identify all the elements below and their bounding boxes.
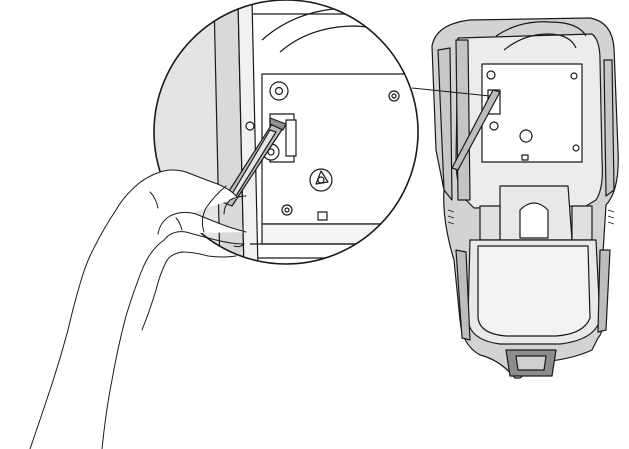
latch-side-right <box>571 205 593 241</box>
hand-thumb <box>201 185 227 233</box>
bay-screw-top-right <box>570 72 578 80</box>
bay-spindle <box>519 129 533 143</box>
hand-holding-tool <box>29 169 247 449</box>
bay-screw-top-left <box>486 70 496 80</box>
shell-left-ridge <box>437 47 453 201</box>
wrist-crease <box>141 261 167 331</box>
hand-back-edge <box>29 243 97 449</box>
lens-print-head-tab <box>285 119 297 157</box>
knuckle-line-2 <box>175 217 183 231</box>
hand-thumb-tip <box>223 195 247 215</box>
bay-slot <box>521 154 529 161</box>
device-left-rail <box>455 39 471 201</box>
lens-screw-bottom-right <box>403 204 415 216</box>
lens-screw-bottom-right-core <box>406 207 412 213</box>
lens-bay-plate-lip <box>261 223 418 245</box>
grip-ticks <box>447 209 615 225</box>
grip-right <box>597 249 611 333</box>
finger-nail <box>233 243 245 248</box>
lens-cleaning-tool-tip <box>269 117 287 131</box>
lens-screw-left <box>245 121 255 131</box>
hand-palm <box>101 239 165 449</box>
shell-right-ridge <box>603 59 615 197</box>
keyboard-inner <box>477 245 591 337</box>
latch-dome <box>519 202 549 239</box>
lens-border <box>153 0 419 265</box>
hand-middle-finger <box>163 231 245 245</box>
bay-top-curve-inner <box>503 33 577 51</box>
grip-left <box>455 249 471 341</box>
latch-side-left <box>479 205 501 241</box>
lens-screw-top-right-core <box>391 93 397 99</box>
bay-screw-bottom-right <box>572 144 580 152</box>
bottom-connector-slot <box>515 355 547 371</box>
cleaning-tool-small <box>451 89 501 171</box>
bay-screw-bottom-left <box>489 121 499 131</box>
lens-spindle-core <box>317 176 325 184</box>
label-maker-device <box>431 17 619 379</box>
hand-index-finger <box>95 169 239 245</box>
hand-ring-finger <box>165 251 237 263</box>
knuckle-line-1 <box>149 191 159 209</box>
lens-bay-slot <box>317 211 328 221</box>
lens-screw-top-left-core <box>274 86 284 96</box>
bay-top-curve <box>495 21 587 37</box>
lens-screw-bottom-left-core <box>284 207 290 213</box>
zoom-leader-line <box>411 87 491 97</box>
